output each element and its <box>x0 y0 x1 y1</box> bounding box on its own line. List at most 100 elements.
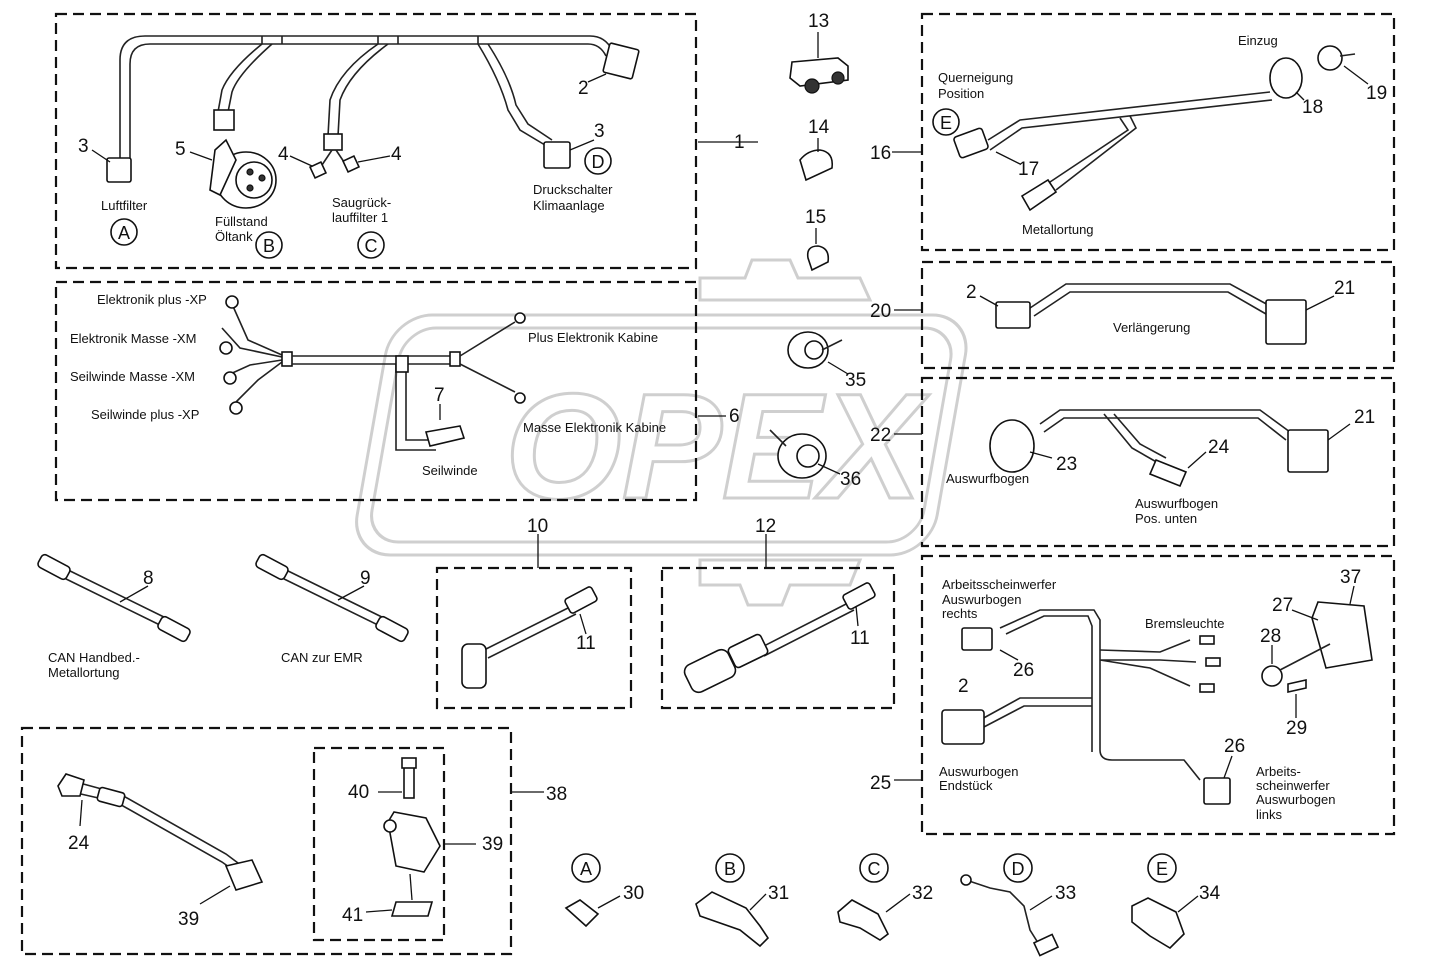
part-15 <box>806 245 830 272</box>
gasket-41 <box>390 901 434 917</box>
label-elek-masse: Elektronik Masse -XM <box>70 331 196 346</box>
part-number-32: 32 <box>912 883 933 904</box>
part-number-4: 4 <box>278 144 289 165</box>
label-asw-rechts-2: Auswurbogen <box>942 592 1022 607</box>
can-cables <box>37 553 409 643</box>
group-box-10 <box>435 566 633 710</box>
label-plus-kabine: Plus Elektronik Kabine <box>528 330 658 345</box>
part-number-41: 41 <box>342 905 363 926</box>
part-number-39b: 39 <box>178 909 199 930</box>
label-oeltank: Öltank <box>215 229 253 244</box>
connector-19 <box>1317 45 1343 71</box>
can-plug-8a <box>37 553 71 581</box>
harness-25 <box>894 585 1373 805</box>
part-number-34: 34 <box>1199 883 1221 904</box>
group-box-22 <box>920 376 1396 548</box>
label-can-emr: CAN zur EMR <box>281 650 363 665</box>
cable-10 <box>461 534 598 689</box>
label-einzug: Einzug <box>1238 33 1278 48</box>
watermark: OPEX <box>355 258 968 607</box>
label-auswurfbogen: Auswurfbogen <box>946 471 1029 486</box>
label-fuellstand: Füllstand <box>215 214 268 229</box>
connector-3b <box>543 141 571 169</box>
part-number-21b: 21 <box>1354 407 1375 428</box>
connector-3a <box>106 157 132 183</box>
label-auswurf-pos: Auswurfbogen <box>1135 496 1218 511</box>
sensor-33 <box>960 874 972 886</box>
sleeve-2 <box>323 133 343 151</box>
part-number-33: 33 <box>1055 883 1076 904</box>
circle-d-2: D <box>1012 859 1025 879</box>
part-number-12: 12 <box>755 516 776 537</box>
label-asw-links-3: Auswurbogen <box>1256 792 1336 807</box>
part-number-4b: 4 <box>391 144 402 165</box>
part-number-1: 1 <box>734 132 745 153</box>
connector-2b <box>995 301 1031 329</box>
harness-6 <box>219 295 726 451</box>
part-number-2: 2 <box>578 78 589 99</box>
part-number-37: 37 <box>1340 567 1361 588</box>
connector-17 <box>953 127 989 159</box>
label-seil-plus: Seilwinde plus -XP <box>91 407 199 422</box>
part-number-13: 13 <box>808 11 829 32</box>
group-38 <box>57 757 544 917</box>
harness-1 <box>91 35 758 259</box>
part-number-26: 26 <box>1013 660 1034 681</box>
screw-29 <box>1287 679 1307 693</box>
sensor-30 <box>564 899 600 928</box>
part-number-30: 30 <box>623 883 644 904</box>
label-position: Position <box>938 86 984 101</box>
group-box-25 <box>920 554 1396 836</box>
connector-23 <box>989 419 1035 473</box>
part-number-6: 6 <box>729 406 740 427</box>
group-box-6 <box>54 280 698 502</box>
part-number-8: 8 <box>143 568 154 589</box>
harness-20 <box>894 283 1335 345</box>
part-number-5: 5 <box>175 139 186 160</box>
label-seil-masse: Seilwinde Masse -XM <box>70 369 195 384</box>
part-number-24b: 24 <box>68 833 90 854</box>
connector-4b <box>341 154 361 174</box>
part-number-23: 23 <box>1056 454 1077 475</box>
connector-11 <box>564 586 598 614</box>
part-number-9: 9 <box>360 568 371 589</box>
part-number-10: 10 <box>527 516 548 537</box>
circle-a-2: A <box>580 859 592 879</box>
part-number-11b: 11 <box>850 628 870 649</box>
part-number-15: 15 <box>805 207 826 228</box>
part-number-3: 3 <box>78 136 89 157</box>
label-can-hand: CAN Handbed.- <box>48 650 140 665</box>
circle-c-1: C <box>365 236 378 256</box>
label-endstueck-2: Endstück <box>939 778 993 793</box>
plug-10 <box>461 643 487 689</box>
sleeve <box>213 109 235 131</box>
label-verlaengerung: Verlängerung <box>1113 320 1190 335</box>
part-number-3b: 3 <box>594 121 605 142</box>
part-number-20: 20 <box>870 301 891 322</box>
group-box-1 <box>54 12 698 270</box>
part-39 <box>387 811 441 873</box>
circle-b-1: B <box>263 236 275 256</box>
circle-e-2: E <box>1156 859 1168 879</box>
label-metallortung: Metallortung <box>1022 222 1094 237</box>
label-asw-rechts-3: rechts <box>942 606 978 621</box>
connector-39b <box>224 859 264 891</box>
sensor-31 <box>695 891 770 948</box>
connector-2 <box>602 42 640 80</box>
label-lauffilter: lauffilter 1 <box>332 210 388 225</box>
can-plug-9a <box>255 553 289 581</box>
cable-12 <box>683 534 876 694</box>
label-asw-links-4: links <box>1256 807 1283 822</box>
circle-e-1: E <box>940 113 952 133</box>
connector-4a <box>308 160 328 180</box>
part-number-14: 14 <box>808 117 830 138</box>
label-bremsleuchte: Bremsleuchte <box>1145 616 1224 631</box>
label-masse-kabine: Masse Elektronik Kabine <box>523 420 666 435</box>
connector-21b <box>1287 429 1329 473</box>
part-14 <box>799 149 834 182</box>
part-number-2c: 2 <box>958 676 969 697</box>
part-number-28: 28 <box>1260 626 1281 647</box>
part-number-2b: 2 <box>966 282 977 303</box>
part-number-21: 21 <box>1334 278 1355 299</box>
